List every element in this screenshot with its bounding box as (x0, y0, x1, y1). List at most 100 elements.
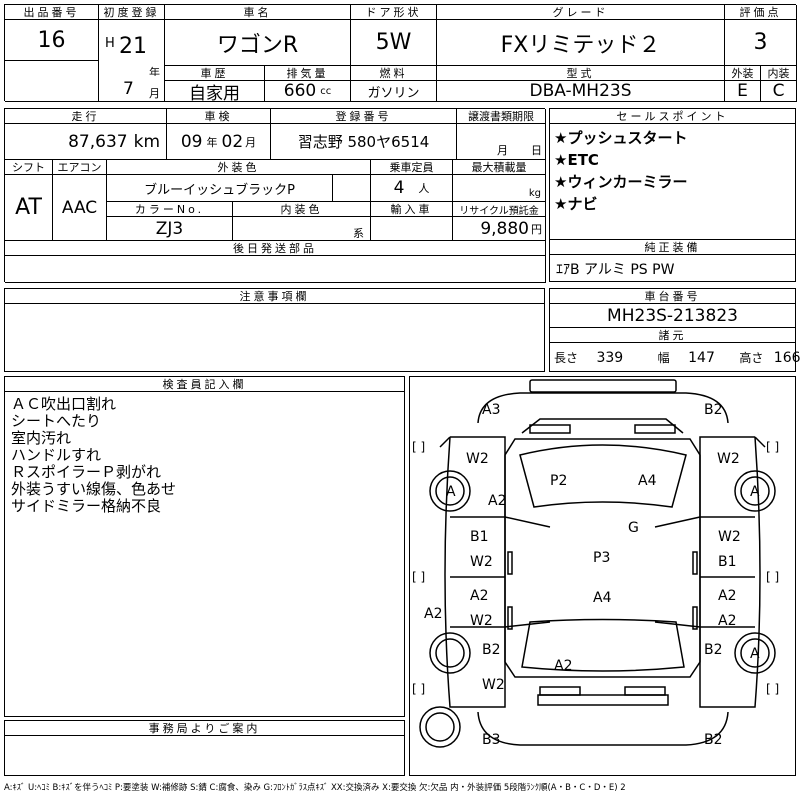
transfer-label: 譲渡書類期限 (457, 109, 546, 124)
mileage: 87,637 (68, 131, 128, 152)
first-reg-year-box: H 21 年 (99, 20, 165, 76)
damage-diagram: A3 B2 W2 W2 A A A2 P2 A4 G B1 W2 W2 B1 P… (409, 376, 796, 776)
era: H (105, 36, 115, 51)
later-parts-label: 後日発送部品 (5, 241, 546, 256)
displacement: 660 (283, 81, 317, 101)
grade-label: グレード (437, 5, 725, 20)
load-label: 最大積載量 (453, 160, 546, 175)
inspector-note: ＡＣ吹出口割れ (11, 395, 117, 413)
door-type: 5W (351, 20, 437, 66)
capacity-unit: 人 (418, 182, 430, 195)
insp-month-unit: 月 (245, 135, 257, 149)
equipment-value: ｴｱB アルミ PS PW (556, 262, 675, 278)
sales-points-label: セールスポイント (550, 109, 795, 124)
bracket: [ ] (412, 440, 425, 454)
shift: AT (5, 175, 53, 241)
displacement-unit: cc (320, 85, 332, 97)
equipment-label: 純正装備 (550, 240, 795, 255)
recycle-label: リサイクル預託金 (453, 202, 546, 217)
fuel: ガソリン (351, 81, 437, 102)
mark-left-fender: W2 (466, 451, 489, 467)
recycle-box: 9,880 円 (453, 217, 546, 241)
bracket: [ ] (766, 682, 779, 696)
interior-label: 内装 (761, 66, 797, 81)
mark-rear-roof: A4 (593, 590, 612, 606)
plate: 習志野 580ヤ6514 (271, 124, 457, 160)
interior-color-unit: 系 (353, 227, 364, 240)
width-label: 幅 (657, 351, 670, 365)
grade: FXリミテッド２ (437, 20, 725, 66)
sales-point-item: ★ウィンカーミラー (554, 173, 688, 191)
bracket: [ ] (766, 570, 779, 584)
score-label: 評価点 (725, 5, 797, 20)
mark-right-front-wheel: A (750, 484, 760, 500)
lot-no: 16 (5, 20, 99, 61)
capacity-label: 乗車定員 (371, 160, 453, 175)
car-name: ワゴンR (165, 20, 351, 66)
mark-right-fender: W2 (717, 451, 740, 467)
mark-left-side: A2 (424, 606, 442, 622)
interior-grade: C (761, 81, 797, 102)
mark-rear-left: B3 (482, 732, 501, 748)
length: 339 (596, 350, 624, 366)
dims-label: 諸元 (550, 328, 795, 343)
mark-right-front-door-2: B1 (718, 554, 737, 570)
transfer-box: 月 日 (457, 124, 546, 160)
bracket: [ ] (412, 570, 425, 584)
mark-left-front-wheel: A (446, 484, 456, 500)
mark-front-left: A3 (482, 402, 500, 418)
mark-left-front-door: B1 (470, 529, 489, 545)
inspector-note: ハンドルすれ (11, 446, 102, 464)
ac-label: エアコン (53, 160, 107, 175)
mileage-unit: km (133, 131, 160, 152)
later-parts-box (5, 256, 546, 283)
door-label: ドア形状 (351, 5, 437, 20)
vehicle-detail-table: 走行 87,637 km 車検 09 年 02 月 登録番号 習志野 580ヤ6… (4, 108, 546, 283)
lot-no-label: 出品番号 (5, 5, 99, 20)
transfer-month-unit: 月 (497, 144, 508, 157)
header-table: 出品番号 16 初度登録 H 21 年 7 月 車名 ワゴンR ドア形状 5W … (4, 4, 797, 102)
equipment-panel: 純正装備 ｴｱB アルミ PS PW (549, 240, 796, 282)
mark-front-right: B2 (704, 402, 723, 418)
mileage-label: 走行 (5, 109, 167, 124)
inspector-note: 外装うすい線傷、色あせ (11, 480, 177, 498)
inspector-panel: 検査員記入欄 ＡＣ吹出口割れ シートへたり 室内汚れ ハンドルすれ Ｒスポイラー… (4, 376, 405, 717)
notes-label: 注意事項欄 (5, 289, 544, 304)
interior-color-box: 系 (233, 217, 371, 241)
chassis-number: MH23S-213823 (550, 304, 795, 328)
height: 166 (773, 350, 800, 366)
mark-hood-left: A2 (488, 493, 506, 509)
mark-right-rear-fender: B2 (704, 642, 723, 658)
damage-marks: A3 B2 W2 W2 A A A2 P2 A4 G B1 W2 W2 B1 P… (424, 402, 760, 748)
interior-color-label: 内装色 (233, 202, 371, 217)
inspector-note: シートへたり (11, 412, 102, 430)
color-label: 外装色 (107, 160, 371, 175)
length-label: 長さ (554, 351, 579, 365)
fuel-label: 燃料 (351, 66, 437, 81)
color-box: ブルーイッシュブラックP (107, 175, 333, 202)
reg-month: 7 (123, 79, 134, 99)
width: 147 (688, 350, 715, 366)
inspection-box: 09 年 02 月 (167, 124, 271, 160)
inspector-note: 室内汚れ (11, 429, 72, 447)
inspector-note: サイドミラー格納不良 (11, 497, 162, 515)
insp-year-unit: 年 (206, 135, 218, 149)
load-box: kg (453, 175, 546, 202)
import-box (371, 217, 453, 241)
mark-right-rear-door-2: A2 (718, 613, 736, 629)
notes-panel: 注意事項欄 (4, 288, 545, 372)
height-label: 高さ (739, 351, 764, 365)
mark-roof-front-left: P2 (550, 473, 567, 489)
transfer-day-unit: 日 (531, 144, 542, 157)
mark-windshield: G (628, 520, 639, 536)
reg-year: 21 (119, 34, 147, 59)
history: 自家用 (165, 81, 265, 102)
history-label: 車歴 (165, 66, 265, 81)
insp-year: 09 (180, 131, 203, 152)
displacement-label: 排気量 (265, 66, 351, 81)
mark-roof: P3 (593, 550, 610, 566)
office-label: 事務局よりご案内 (5, 721, 404, 736)
mark-left-front-door-2: W2 (470, 554, 493, 570)
mark-left-rear-fender: B2 (482, 642, 501, 658)
reg-year-unit: 年 (149, 66, 160, 76)
